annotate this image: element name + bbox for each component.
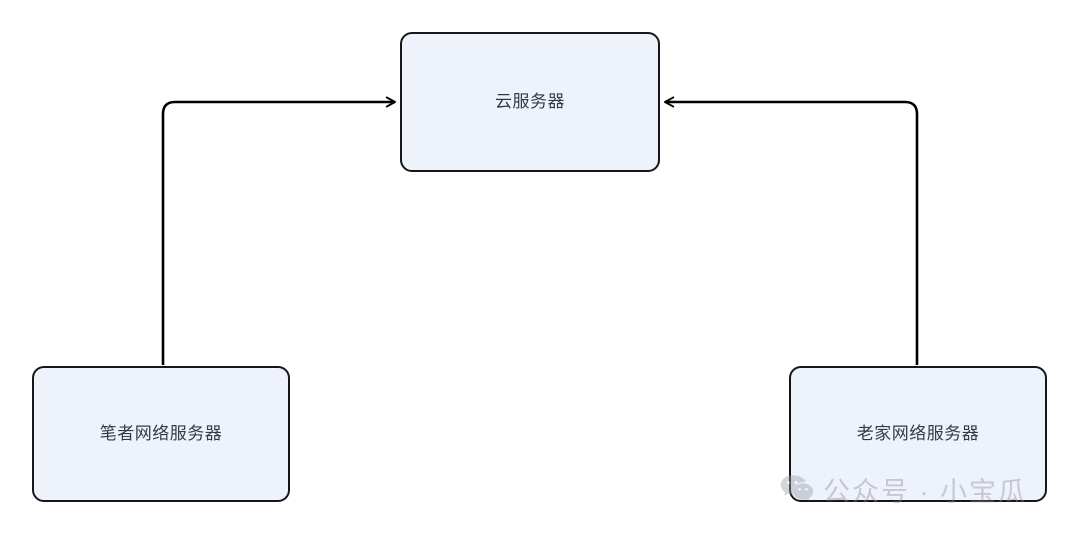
node-author-network-server[interactable]: 笔者网络服务器 [32,366,290,502]
node-hometown-network-server-label: 老家网络服务器 [856,423,980,443]
node-author-network-server-label: 笔者网络服务器 [99,423,223,443]
edge-author-to-cloud [161,102,395,365]
node-cloud-server-label: 云服务器 [495,91,565,111]
node-hometown-network-server[interactable]: 老家网络服务器 [789,366,1047,502]
edge-hometown-to-cloud [665,102,919,365]
node-cloud-server[interactable]: 云服务器 [400,32,660,172]
